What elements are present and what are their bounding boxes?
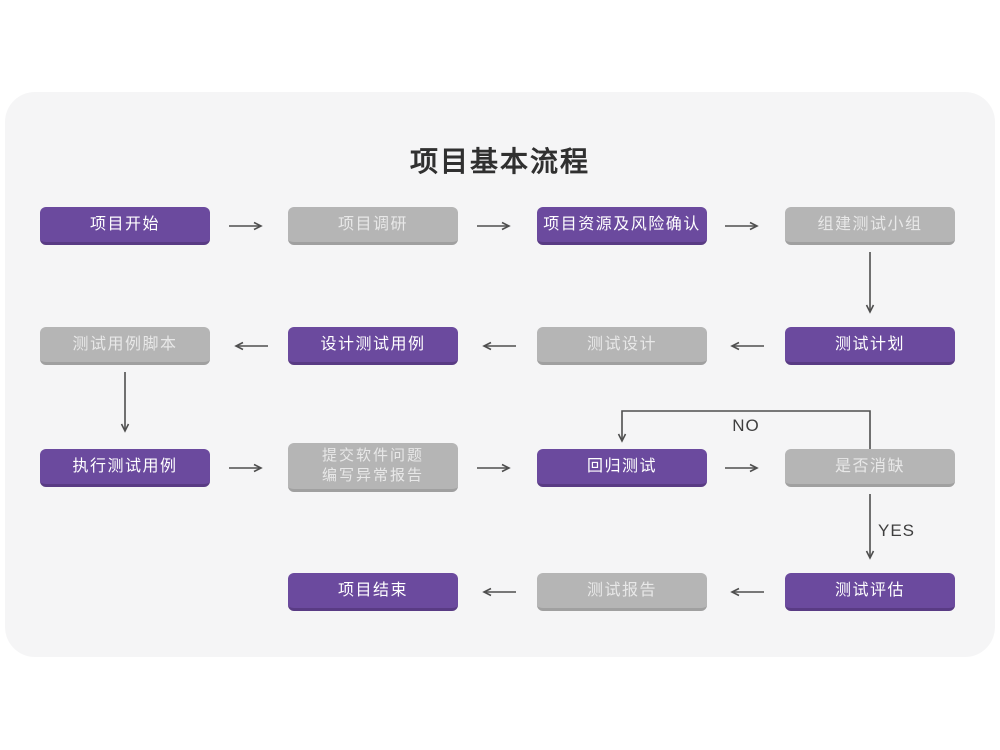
page-title: 项目基本流程 (409, 146, 590, 177)
node-submit-issue-report: 提交软件问题 编写异常报告 (288, 443, 458, 492)
node-test-case-script: 测试用例脚本 (40, 327, 210, 365)
flowchart-panel (5, 92, 995, 657)
node-resources-risk-confirm: 项目资源及风险确认 (537, 207, 707, 245)
node-label: 测试用例脚本 (72, 335, 178, 353)
node-label: 回归测试 (586, 457, 657, 475)
node-label: 测试计划 (834, 335, 905, 353)
node-test-evaluation: 测试评估 (785, 573, 955, 611)
node-label: 组建测试小组 (817, 215, 923, 233)
node-test-design: 测试设计 (537, 327, 707, 365)
node-project-end: 项目结束 (288, 573, 458, 611)
node-label: 测试评估 (834, 581, 905, 599)
node-execute-test-case: 执行测试用例 (40, 449, 210, 487)
node-label: 测试报告 (586, 581, 657, 599)
node-test-plan: 测试计划 (785, 327, 955, 365)
node-label-line1: 提交软件问题 (321, 447, 424, 464)
branch-label-yes: YES (878, 521, 916, 540)
node-label: 测试设计 (586, 335, 657, 353)
node-label-line2: 编写异常报告 (321, 467, 424, 484)
node-label: 项目调研 (337, 215, 408, 233)
node-project-research: 项目调研 (288, 207, 458, 245)
node-build-test-team: 组建测试小组 (785, 207, 955, 245)
node-label: 项目资源及风险确认 (543, 215, 701, 233)
node-defect-cleared: 是否消缺 (785, 449, 955, 487)
node-design-test-case: 设计测试用例 (288, 327, 458, 365)
node-project-start: 项目开始 (40, 207, 210, 245)
node-label: 是否消缺 (834, 457, 905, 475)
branch-label-no: NO (732, 416, 760, 435)
node-label: 项目开始 (89, 215, 160, 233)
node-label: 设计测试用例 (320, 335, 426, 353)
node-label: 项目结束 (337, 581, 408, 599)
node-label: 执行测试用例 (72, 457, 178, 475)
node-test-report: 测试报告 (537, 573, 707, 611)
node-regression-test: 回归测试 (537, 449, 707, 487)
